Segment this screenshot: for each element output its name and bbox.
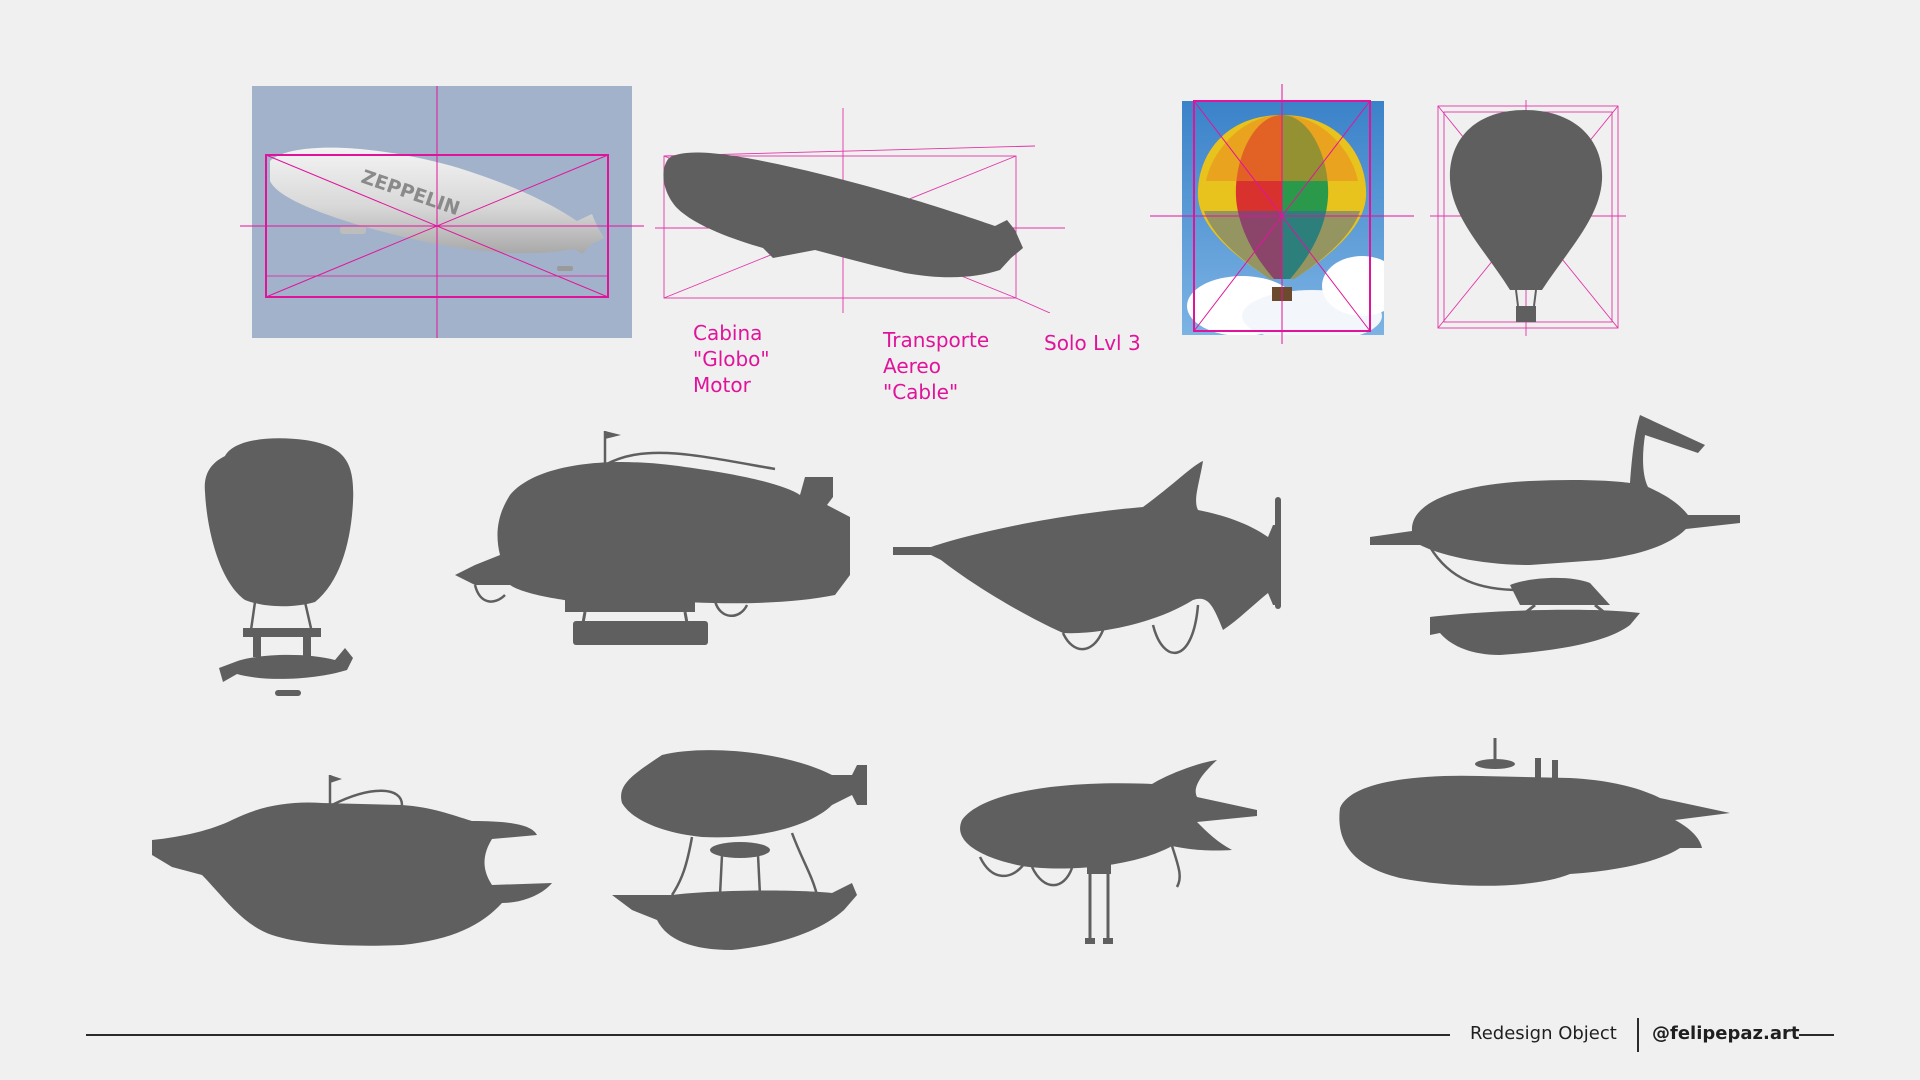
silhouette-blimp-cables (952, 752, 1277, 957)
silhouette-rocket-airship (893, 455, 1305, 665)
silhouette-fish-airship (152, 775, 557, 950)
balloon-silhouette-guides (1430, 100, 1626, 336)
silhouette-submarine-airship (1330, 738, 1755, 898)
silhouette-zeppelin-ship (1370, 405, 1745, 670)
hot-air-balloon-guide-overlay (1150, 84, 1414, 344)
annotation-solo-lvl-3: Solo Lvl 3 (1044, 331, 1141, 355)
silhouette-balloon-airship (195, 432, 375, 702)
zeppelin-silhouette-guides (655, 108, 1065, 313)
annotation-cabina-globo-motor: Cabina "Globo" Motor (693, 321, 770, 397)
footer-title: Redesign Object (1470, 1023, 1617, 1044)
annotation-transporte-aereo-cable: Transporte Aereo "Cable" (883, 328, 990, 404)
footer-separator (1637, 1018, 1639, 1052)
footer-rule-right (1799, 1034, 1834, 1036)
footer-rule-left (86, 1034, 1450, 1036)
silhouette-pirate-airship (612, 745, 887, 960)
zeppelin-guide-overlay (240, 86, 644, 338)
footer-handle[interactable]: @felipepaz.art (1652, 1023, 1800, 1044)
silhouette-steampunk-airship (455, 425, 860, 650)
